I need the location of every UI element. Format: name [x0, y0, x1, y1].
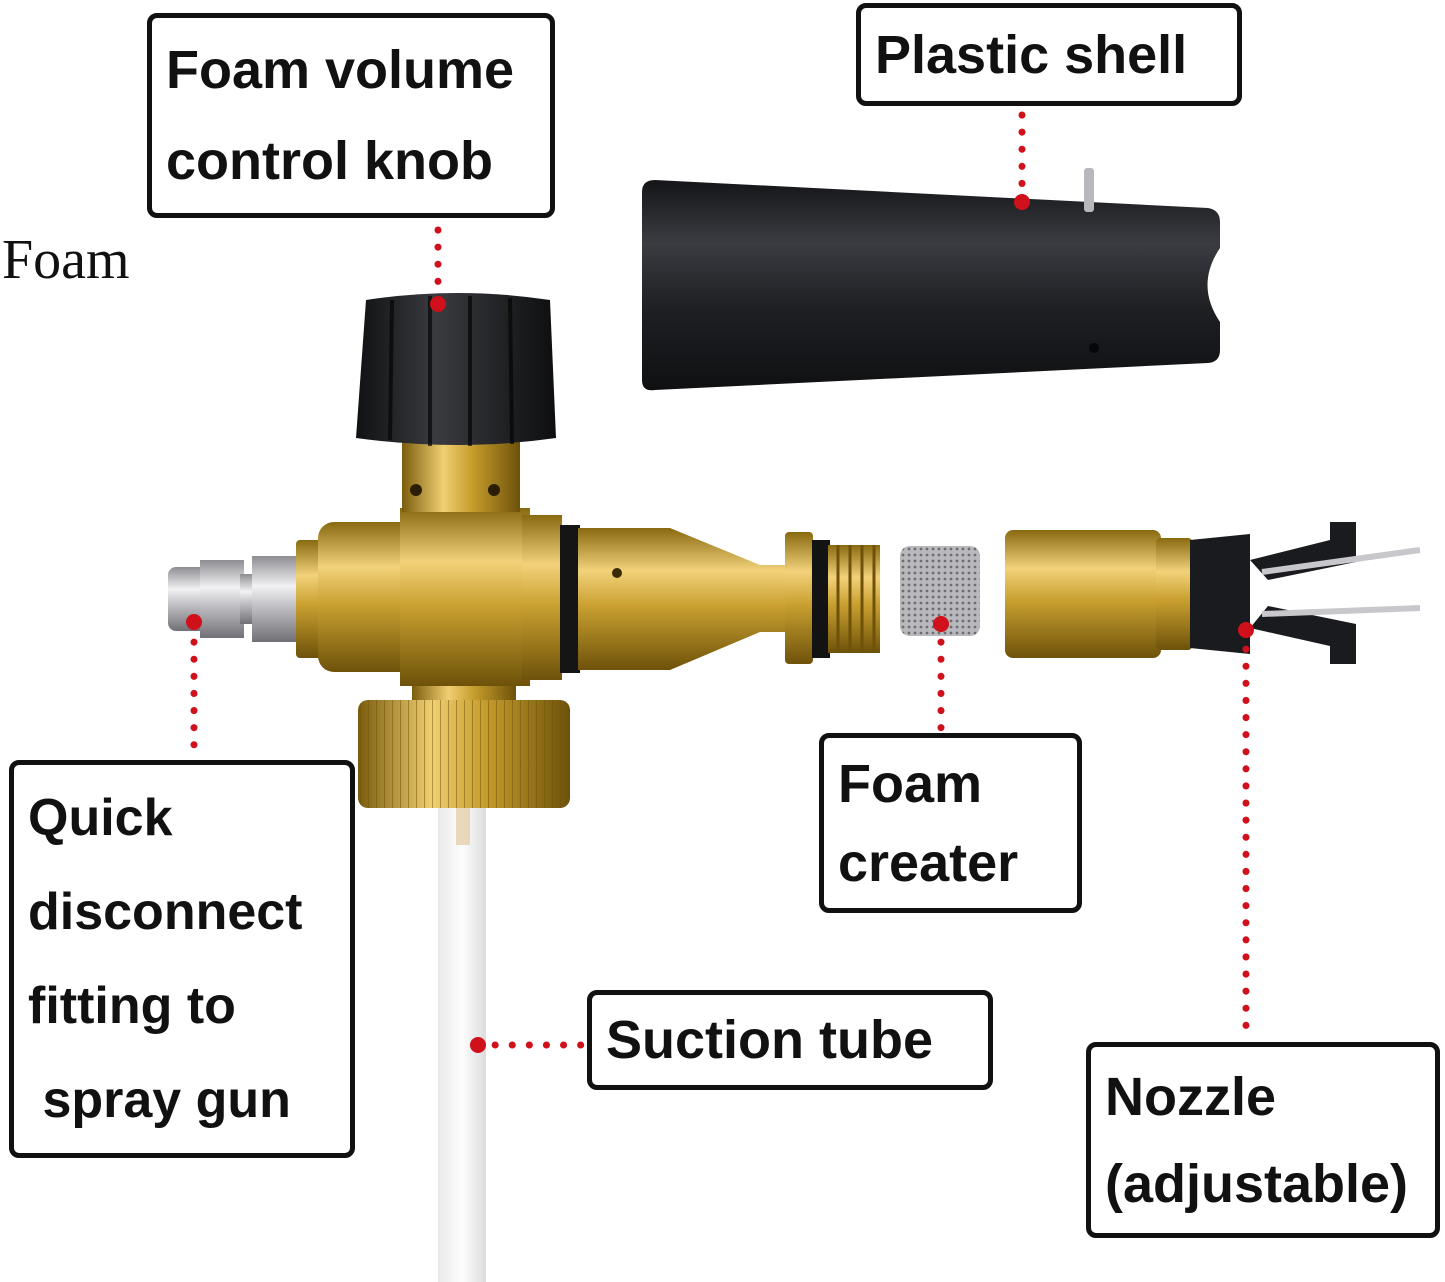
label-plastic-shell: Plastic shell — [856, 3, 1242, 106]
leader-lines — [190, 111, 1250, 1049]
label-text-line: Foam — [838, 753, 983, 814]
label-quick-disconnect: Quick disconnect fitting to spray gun — [9, 760, 355, 1158]
label-text-line: Nozzle — [1105, 1066, 1277, 1127]
label-text-line: disconnect — [28, 883, 303, 941]
label-text-line: Plastic shell — [875, 24, 1188, 85]
label-text-line: fitting to — [28, 977, 236, 1035]
suction-tube-part — [438, 790, 486, 1282]
main-body — [318, 508, 880, 686]
label-text-line: (adjustable) — [1105, 1153, 1409, 1214]
label-foam-creater: Foam creater — [819, 733, 1082, 913]
leader-endpoints — [186, 194, 1254, 1053]
label-text-line: Foam volume — [166, 39, 515, 100]
quick-disconnect-plug — [168, 540, 326, 658]
plastic-shell — [642, 168, 1220, 391]
label-text-line: Suction tube — [606, 1010, 933, 1070]
caption-foam: Foam — [2, 229, 130, 291]
label-text-line: creater — [838, 832, 1019, 893]
label-suction-tube: Suction tube — [587, 990, 993, 1090]
foam-creater-part — [900, 546, 980, 636]
label-text-line: Quick — [28, 789, 173, 847]
label-text-line: spray gun — [28, 1071, 291, 1129]
label-nozzle-adjustable: Nozzle (adjustable) — [1086, 1042, 1440, 1238]
label-foam-volume-control-knob: Foam volume control knob — [147, 13, 555, 218]
nozzle-part — [1005, 522, 1421, 664]
label-text-line: control knob — [166, 131, 493, 192]
knob-assembly — [356, 293, 556, 512]
